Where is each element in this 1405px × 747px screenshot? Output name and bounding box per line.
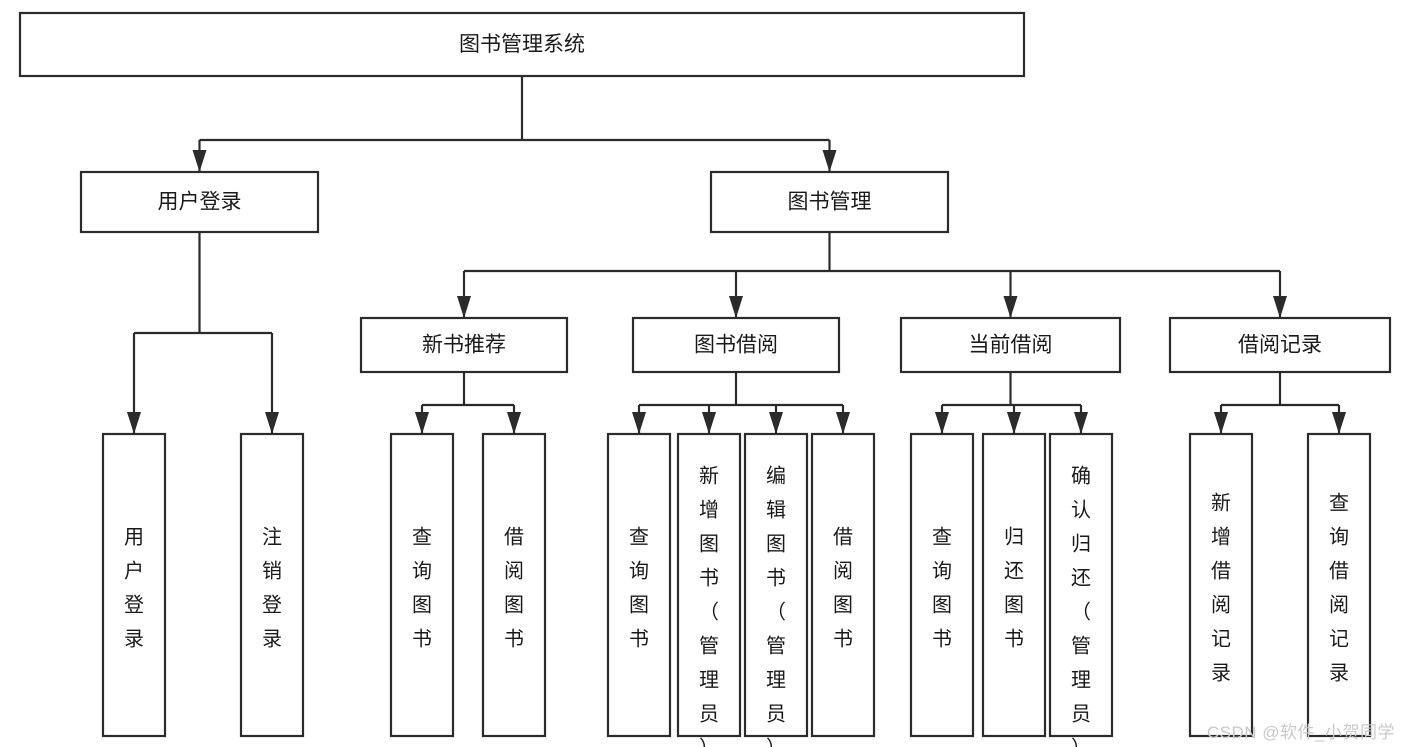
node-leaf-borrow-book-2[interactable]: 借阅图书	[810, 432, 876, 738]
node-label-leaf-query-record: 查询借阅记录	[1329, 492, 1349, 685]
node-leaf-return-book[interactable]: 归还图书	[981, 432, 1047, 738]
node-label-book-management: 图书管理	[788, 191, 872, 214]
node-leaf-query-book-3[interactable]: 查询图书	[909, 432, 975, 738]
node-box-leaf-borrow-book-1	[481, 432, 547, 738]
arrow-head	[457, 296, 471, 318]
node-box-leaf-query-book-3	[909, 432, 975, 738]
node-box-leaf-query-record	[1306, 432, 1372, 738]
node-label-leaf-borrow-book-1: 借阅图书	[504, 526, 524, 651]
edge-group-current-borrow	[935, 372, 1088, 434]
node-root[interactable]: 图书管理系统	[18, 11, 1026, 78]
arrow-head	[935, 412, 949, 434]
node-box-leaf-borrow-book-2	[810, 432, 876, 738]
node-user-login[interactable]: 用户登录	[79, 170, 320, 234]
node-label-leaf-query-book-2: 查询图书	[629, 526, 649, 651]
node-label-leaf-add-book-admin: 新增图书（管理员）	[699, 465, 719, 747]
node-label-borrow-records: 借阅记录	[1238, 334, 1322, 357]
node-book-management[interactable]: 图书管理	[709, 170, 950, 234]
arrow-head	[1214, 412, 1228, 434]
node-leaf-confirm-return[interactable]: 确认归还（管理员）	[1048, 432, 1114, 747]
node-leaf-add-record[interactable]: 新增借阅记录	[1188, 432, 1254, 738]
node-label-leaf-query-book-1: 查询图书	[412, 526, 432, 651]
edge-group-borrow-records	[1214, 372, 1346, 434]
arrow-head	[1273, 296, 1287, 318]
arrow-head	[1332, 412, 1346, 434]
edge-group-new-book-recommend	[415, 372, 521, 434]
node-label-leaf-confirm-return: 确认归还（管理员）	[1071, 465, 1091, 747]
node-leaf-query-book-1[interactable]: 查询图书	[389, 432, 455, 738]
node-new-book-recommend[interactable]: 新书推荐	[359, 316, 569, 374]
node-label-leaf-query-book-3: 查询图书	[932, 526, 952, 651]
node-label-root: 图书管理系统	[459, 33, 585, 56]
edge-group-book-borrow	[632, 372, 850, 434]
arrow-head	[127, 412, 141, 434]
node-box-leaf-query-book-2	[606, 432, 672, 738]
node-label-user-login: 用户登录	[158, 191, 242, 214]
node-book-borrow[interactable]: 图书借阅	[631, 316, 841, 374]
node-box-current-borrow	[899, 316, 1122, 374]
node-box-leaf-add-book-admin	[676, 432, 742, 738]
node-leaf-query-book-2[interactable]: 查询图书	[606, 432, 672, 738]
node-box-book-management	[709, 170, 950, 234]
arrow-head	[822, 150, 837, 172]
arrow-head	[702, 412, 716, 434]
node-box-book-borrow	[631, 316, 841, 374]
node-leaf-query-record[interactable]: 查询借阅记录	[1306, 432, 1372, 738]
node-leaf-add-book-admin[interactable]: 新增图书（管理员）	[676, 432, 742, 747]
arrow-head	[507, 412, 521, 434]
arrow-head	[836, 412, 850, 434]
arrow-head	[1003, 296, 1018, 318]
node-box-leaf-edit-book-admin	[743, 432, 809, 738]
node-layer: 图书管理系统用户登录图书管理新书推荐图书借阅当前借阅借阅记录用户登录注销登录查询…	[18, 11, 1392, 747]
arrow-head	[265, 412, 279, 434]
node-label-leaf-return-book: 归还图书	[1004, 526, 1024, 651]
arrow-head	[632, 412, 646, 434]
node-label-leaf-user-logout: 注销登录	[262, 526, 282, 651]
node-leaf-borrow-book-1[interactable]: 借阅图书	[481, 432, 547, 738]
node-label-leaf-add-record: 新增借阅记录	[1211, 492, 1231, 685]
arrow-head	[1007, 412, 1021, 434]
node-label-leaf-borrow-book-2: 借阅图书	[833, 526, 853, 651]
node-leaf-edit-book-admin[interactable]: 编辑图书（管理员）	[743, 432, 809, 747]
node-box-leaf-return-book	[981, 432, 1047, 738]
edge-group-book-management	[457, 232, 1287, 318]
edge-group-user-login	[127, 232, 279, 434]
arrow-head	[192, 150, 207, 172]
node-label-new-book-recommend: 新书推荐	[422, 334, 506, 357]
node-label-book-borrow: 图书借阅	[694, 334, 778, 357]
node-label-leaf-edit-book-admin: 编辑图书（管理员）	[766, 465, 786, 747]
node-box-leaf-user-login	[101, 432, 167, 738]
node-label-leaf-user-login: 用户登录	[124, 527, 144, 651]
arrow-head	[729, 296, 743, 318]
arrow-head	[415, 412, 429, 434]
arrow-head	[769, 412, 783, 434]
node-box-new-book-recommend	[359, 316, 569, 374]
node-box-root	[18, 11, 1026, 78]
arrow-head	[1074, 412, 1088, 434]
node-box-leaf-user-logout	[239, 432, 305, 738]
node-current-borrow[interactable]: 当前借阅	[899, 316, 1122, 374]
node-box-user-login	[79, 170, 320, 234]
connector-layer	[127, 76, 1346, 434]
node-box-borrow-records	[1168, 316, 1392, 374]
node-label-current-borrow: 当前借阅	[969, 334, 1053, 357]
edge-group-root	[192, 76, 837, 172]
node-box-leaf-add-record	[1188, 432, 1254, 738]
node-leaf-user-login[interactable]: 用户登录	[101, 432, 167, 738]
node-box-leaf-query-book-1	[389, 432, 455, 738]
node-box-leaf-confirm-return	[1048, 432, 1114, 738]
node-leaf-user-logout[interactable]: 注销登录	[239, 432, 305, 738]
node-borrow-records[interactable]: 借阅记录	[1168, 316, 1392, 374]
